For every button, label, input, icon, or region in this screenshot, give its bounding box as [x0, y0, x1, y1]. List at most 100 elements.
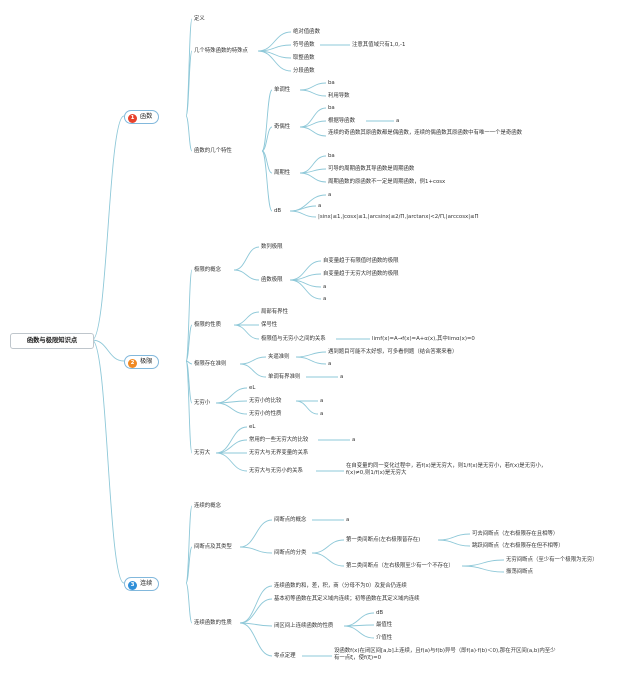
leaf[interactable]: 可去间断点（左右极限存在且相等）	[472, 531, 559, 537]
node-function-properties[interactable]: 函数的几个特性	[194, 148, 232, 154]
node-sign-function[interactable]: 符号函数	[293, 42, 315, 48]
node-limit-concept[interactable]: 极限的概念	[194, 267, 221, 273]
connector-line	[343, 625, 375, 639]
node-infinity-comparison[interactable]: 常用的一些无穷大的比较	[249, 437, 309, 443]
leaf[interactable]: a	[320, 411, 324, 417]
leaf[interactable]: 连续函数的和，差，积，商（分母不为0）及复合仍连续	[274, 583, 407, 589]
node-piecewise-function[interactable]: 分段函数	[293, 68, 315, 74]
node-periodicity[interactable]: 周期性	[274, 170, 291, 176]
leaf[interactable]: 周期函数的原函数不一定是周期函数，例1+cosx	[328, 179, 446, 185]
root-node[interactable]: 函数与极限知识点	[10, 333, 94, 349]
node-closed-interval[interactable]: 闭区间上连续函数的性质	[274, 623, 334, 629]
node-discontinuity-concept[interactable]: 间断点的概念	[274, 517, 307, 523]
node-discontinuity-classification[interactable]: 间断点的分类	[274, 550, 307, 556]
leaf[interactable]: 介值性	[376, 635, 393, 641]
node-monotonicity[interactable]: 单调性	[274, 87, 291, 93]
leaf[interactable]: ba	[328, 153, 335, 159]
leaf[interactable]: 自变量趋于有限值时函数的极限	[323, 258, 399, 264]
leaf[interactable]: 可导的周期函数其导函数是周期函数	[328, 166, 415, 172]
leaf[interactable]: a	[323, 284, 327, 290]
node-infinitesimal-properties[interactable]: 无穷小的性质	[249, 411, 282, 417]
connector-line	[91, 339, 125, 362]
leaf[interactable]: eL	[249, 424, 256, 430]
node-sign-note[interactable]: 注意其值域只有1,0,-1	[352, 42, 406, 48]
leaf[interactable]: ba	[328, 80, 335, 86]
connector-line	[185, 505, 193, 584]
connector-line	[299, 168, 327, 174]
connector-line	[239, 546, 273, 554]
leaf[interactable]: a	[320, 398, 324, 404]
node-infinitesimal-comparison[interactable]: 无穷小的比较	[249, 398, 282, 404]
node-continuous-properties[interactable]: 连续函数的性质	[194, 620, 232, 626]
node-boundedness[interactable]: dB	[274, 208, 282, 214]
leaf[interactable]: a	[328, 361, 332, 367]
node-infinitesimal[interactable]: 无穷小	[194, 400, 211, 406]
node-function-limit[interactable]: 函数极限	[261, 277, 283, 283]
leaf[interactable]: a	[328, 192, 332, 198]
node-infinity-infinitesimal-relation[interactable]: 无穷大与无穷小的关系	[249, 468, 303, 474]
node-round-function[interactable]: 取整函数	[293, 55, 315, 61]
connector-line	[299, 82, 327, 91]
leaf[interactable]: a	[323, 296, 327, 302]
connector-line	[261, 150, 273, 212]
node-discontinuity-types[interactable]: 间断点及其类型	[194, 544, 232, 550]
leaf[interactable]: |sinx|≤1,|cosx|≤1,|arcsinx|≤2/Π,|arctanx…	[318, 214, 479, 220]
node-infinity[interactable]: 无穷大	[194, 450, 211, 456]
node-first-kind[interactable]: 第一类间断点(左右极限皆存在)	[346, 537, 421, 543]
leaf[interactable]: 无穷大与无界变量的关系	[249, 450, 309, 456]
node-sequence-limit[interactable]: 数列极限	[261, 244, 283, 250]
node-second-kind[interactable]: 第二类间断点（左右极限至少有一个不存在）	[346, 563, 454, 569]
leaf[interactable]: a	[318, 203, 322, 209]
connector-line	[239, 363, 267, 378]
leaf[interactable]: a	[346, 517, 350, 523]
leaf[interactable]: 自变量趋于无穷大时函数的极限	[323, 271, 399, 277]
leaf[interactable]: 最值性	[376, 622, 393, 628]
leaf[interactable]: a	[340, 374, 344, 380]
leaf[interactable]: 根据导函数	[328, 118, 355, 124]
leaf[interactable]: 利用导数	[328, 93, 350, 99]
leaf[interactable]: 保号性	[261, 322, 278, 328]
leaf[interactable]: 遇到题目可能不太好想，可多看例题（结合答案来看）	[328, 349, 458, 355]
connector-line	[233, 311, 260, 326]
node-special-functions[interactable]: 几个特殊函数的特殊点	[194, 48, 248, 54]
connector-line	[215, 439, 248, 454]
connector-line	[295, 400, 319, 415]
node-squeeze[interactable]: 夹逼准则	[268, 354, 290, 360]
node-parity[interactable]: 奇偶性	[274, 124, 291, 130]
node-limit-properties[interactable]: 极限的性质	[194, 322, 221, 328]
leaf[interactable]: 振荡间断点	[506, 569, 533, 575]
leaf[interactable]: ba	[328, 105, 335, 111]
number-badge-icon: 3	[128, 581, 137, 590]
connector-line	[343, 612, 375, 627]
node-continuity-concept[interactable]: 连续的概念	[194, 503, 221, 509]
leaf[interactable]: a	[352, 437, 356, 443]
leaf[interactable]: a	[396, 118, 400, 124]
node-zero-theorem[interactable]: 零点定理	[274, 653, 296, 659]
leaf[interactable]: 基本初等函数在其定义域内连续；初等函数在其定义域内连续	[274, 596, 420, 602]
leaf[interactable]: 跳跃间断点（左右极限存在但不相等）	[472, 543, 564, 549]
node-limit-criteria[interactable]: 极限存在准则	[194, 361, 227, 367]
connector-line	[215, 452, 248, 472]
leaf[interactable]: eL	[249, 385, 256, 391]
node-definition[interactable]: 定义	[194, 16, 205, 22]
leaf[interactable]: dB	[376, 610, 384, 616]
section-label: 连续	[140, 580, 153, 587]
number-badge-icon: 2	[128, 359, 137, 368]
connector-line	[257, 50, 292, 72]
node-abs-function[interactable]: 绝对值函数	[293, 29, 320, 35]
leaf[interactable]: 在自变量的同一变化过程中，若f(x)是无穷大，则1/f(x)是无穷小，若f(x)…	[346, 463, 547, 476]
node-monotone-bounded[interactable]: 单调有界准则	[268, 374, 301, 380]
leaf[interactable]: 局部有界性	[261, 309, 288, 315]
connector-line	[185, 324, 193, 362]
connector-line	[295, 351, 327, 358]
node-limit-infinitesimal-relation[interactable]: 极限值与无穷小之间的关系	[261, 336, 326, 342]
leaf[interactable]: 连续的奇函数其原函数都是偶函数，连续的偶函数其原函数中有唯一一个是奇函数	[328, 130, 523, 136]
section-label: 函数	[140, 113, 153, 120]
leaf[interactable]: limf(x)=A→f(x)=A+α(x),其中limα(x)=0	[372, 336, 475, 342]
leaf[interactable]: 无穷间断点（至少有一个极限为无穷）	[506, 557, 598, 563]
leaf[interactable]: 设函数f(x)在闭区间[a,b]上连续，且f(a)与f(b)异号（即f(a)·f…	[334, 648, 556, 661]
